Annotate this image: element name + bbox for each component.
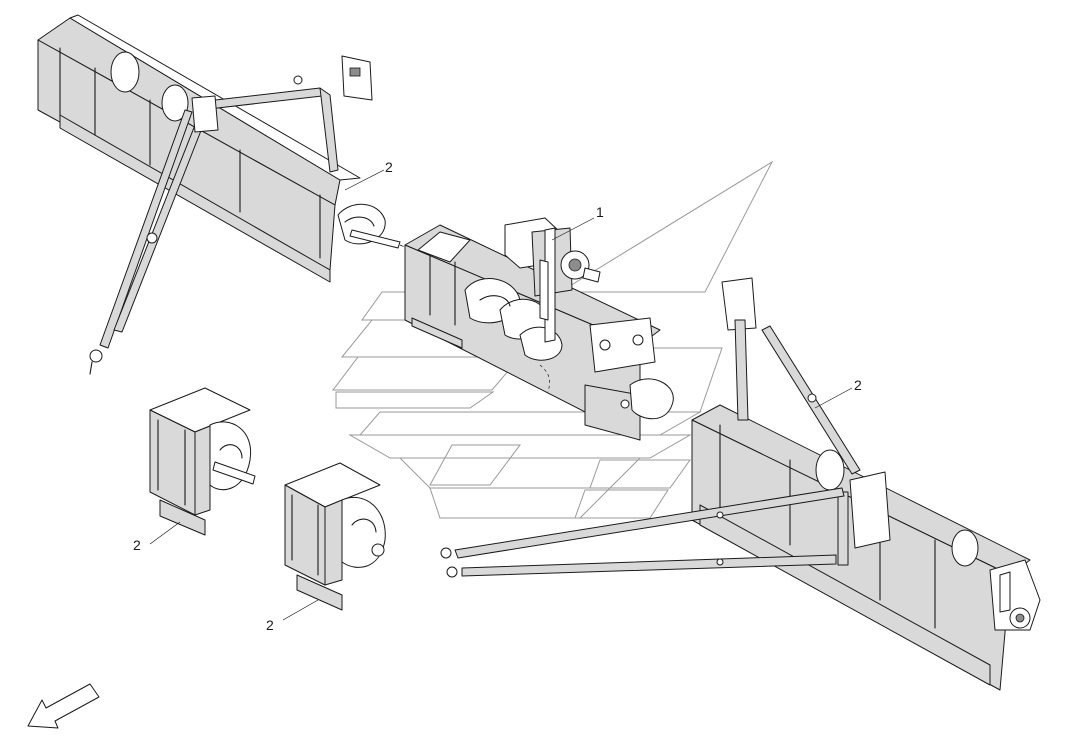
callout-2-top-left: 2 xyxy=(344,159,393,191)
callout-label: 1 xyxy=(596,204,604,220)
callout-2-right: 2 xyxy=(814,377,862,409)
left-auger-section xyxy=(37,14,413,375)
callout-2-module-a: 2 xyxy=(133,521,181,553)
callout-label: 2 xyxy=(854,377,862,393)
direction-arrow-icon xyxy=(27,683,100,729)
right-auger-section xyxy=(440,277,1041,691)
callout-label: 2 xyxy=(266,617,274,633)
callout-label: 2 xyxy=(385,159,393,175)
callout-2-module-b: 2 xyxy=(266,599,319,633)
center-auger-section xyxy=(404,217,674,441)
loose-auger-module-b xyxy=(284,462,386,611)
callout-label: 2 xyxy=(133,537,141,553)
callout-1: 1 xyxy=(551,204,604,241)
loose-auger-module-a xyxy=(149,387,256,536)
